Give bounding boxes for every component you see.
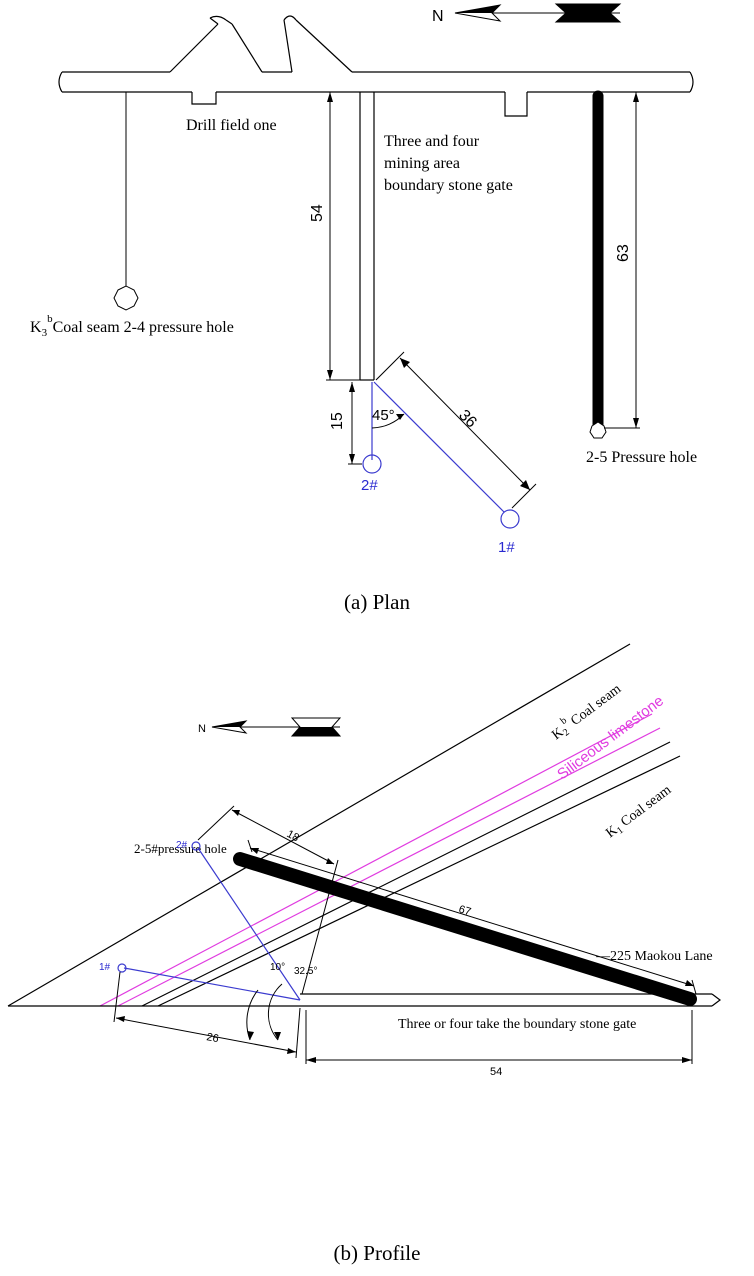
dim-54-profile: 54 — [490, 1066, 502, 1078]
angle-32-5: 32.5° — [294, 966, 317, 977]
dim-67-profile: 67 — [457, 903, 472, 918]
dim-18-profile: 18 — [285, 828, 301, 844]
north-arrow-icon-profile — [211, 717, 342, 737]
angle-10: 10° — [270, 962, 285, 973]
gate-label-profile: Three or four take the boundary stone ga… — [398, 1017, 636, 1032]
pressure-hole-2-5 — [589, 90, 640, 439]
profile-view: N K2b Coal seam Siliceous limestone K1 C… — [7, 643, 721, 1265]
k1-label: K1 Coal seam — [603, 783, 675, 843]
dim-54-plan: 54 — [309, 204, 326, 222]
pressure-hole-25-label: 2-5 Pressure hole — [586, 449, 697, 466]
drill-field-label: Drill field one — [186, 117, 277, 134]
hole-1-label-profile: 1# — [99, 962, 111, 973]
north-label: N — [432, 8, 444, 25]
dim-36-plan: 36 — [455, 407, 480, 432]
profile-boreholes — [113, 805, 693, 1064]
hole-2-label-profile: 2# — [176, 840, 188, 851]
k3-pressure-hole — [113, 92, 139, 311]
angle-45: 45° — [372, 407, 395, 424]
pressure-hole-2-5-profile — [233, 839, 697, 1006]
k3-label: K3bCoal seam 2-4 pressure hole — [30, 313, 234, 339]
dim-26-profile: 26 — [205, 1031, 219, 1045]
siliceous-label: Siliceous limestone — [554, 692, 667, 783]
strata-lines — [7, 643, 721, 1007]
maokou-label: —225 Maokou Lane — [595, 949, 713, 964]
plan-boreholes — [348, 351, 537, 529]
north-label-profile: N — [198, 723, 206, 735]
hole-1-label-plan: 1# — [498, 539, 515, 556]
pressure-hole-label-profile: 2-5#pressure hole — [134, 841, 227, 856]
caption-profile: (b) Profile — [334, 1241, 421, 1265]
dim-15-plan: 15 — [329, 412, 346, 430]
boundary-stone-gate — [326, 91, 375, 381]
dim-63-plan: 63 — [615, 244, 632, 262]
north-arrow-icon — [454, 3, 622, 23]
plan-view: N — [30, 3, 697, 614]
hole-2-label-plan: 2# — [361, 477, 378, 494]
gate-label: Three and four mining area boundary ston… — [384, 133, 513, 194]
caption-plan: (a) Plan — [344, 590, 410, 614]
